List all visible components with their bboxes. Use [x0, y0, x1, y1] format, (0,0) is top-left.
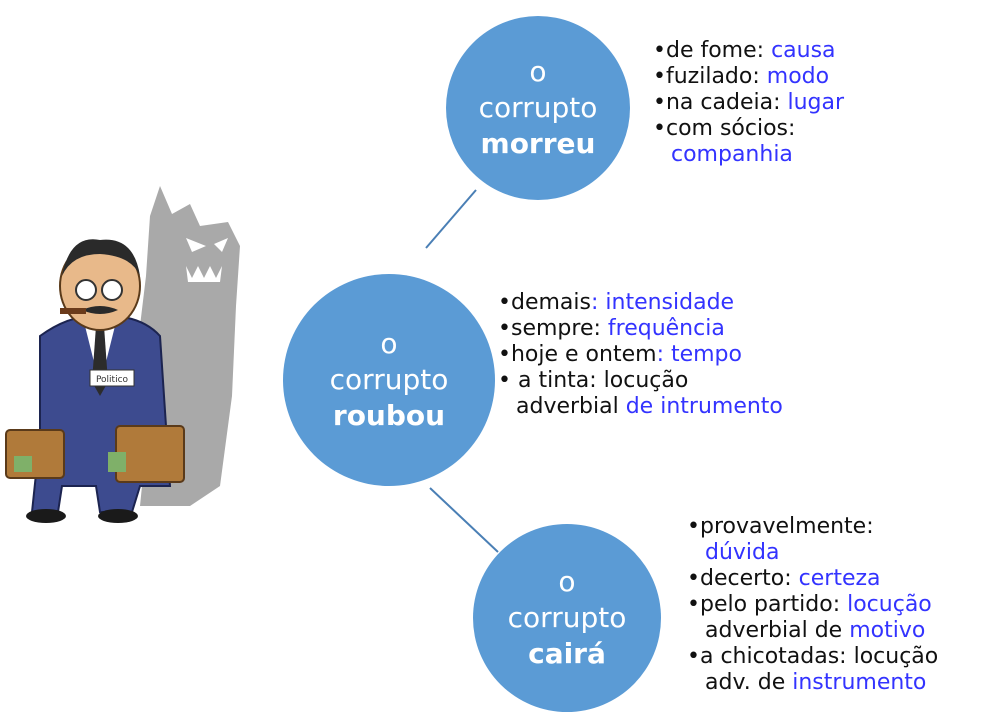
list-item: • a tinta: locução — [498, 368, 689, 393]
node-subject: corrupto — [329, 363, 449, 396]
list-item: •hoje e ontem: tempo — [498, 342, 742, 367]
list-item: •sempre: frequência — [498, 316, 725, 341]
hair — [62, 239, 140, 276]
list-item: •decerto: certeza — [687, 566, 881, 591]
briefcase-right — [115, 425, 185, 483]
cigar — [60, 308, 86, 314]
list-caira: •provavelmente: dúvida •decerto: certeza… — [687, 514, 938, 696]
list-item: •com sócios: — [653, 116, 796, 141]
glasses-right — [101, 279, 123, 301]
shoe-right — [98, 509, 138, 523]
list-item: •pelo partido: locução — [687, 592, 932, 617]
mustache — [82, 306, 118, 314]
shadow-eye-right — [214, 238, 228, 252]
list-item-continuation: adverbial de intrumento — [516, 394, 783, 419]
node-verb: morreu — [480, 127, 596, 160]
node-morreu: o corrupto morreu — [446, 16, 630, 200]
list-item: •demais: intensidade — [498, 290, 735, 315]
list-item: •de fome: causa — [653, 38, 836, 63]
node-article: o — [558, 565, 576, 598]
money-left — [14, 456, 32, 472]
node-subject: corrupto — [507, 601, 627, 634]
glasses-left — [75, 279, 97, 301]
list-morreu: •de fome: causa •fuzilado: modo •na cade… — [653, 38, 844, 168]
node-article: o — [529, 55, 547, 88]
node-subject: corrupto — [478, 91, 598, 124]
name-badge — [89, 369, 135, 387]
politician-illustration: Politico — [5, 186, 240, 523]
money-right — [108, 452, 126, 472]
list-item: •a chicotadas: locução — [687, 644, 939, 669]
connector-bottom — [429, 487, 499, 553]
list-item-continuation: dúvida — [705, 540, 780, 565]
node-article: o — [380, 327, 398, 360]
list-item: •fuzilado: modo — [653, 64, 830, 89]
shoe-left — [26, 509, 66, 523]
connector-top — [425, 189, 477, 249]
name-badge-text: Politico — [96, 375, 129, 385]
list-item-continuation: companhia — [671, 142, 793, 167]
node-roubou: o corrupto roubou — [283, 274, 495, 486]
list-item: •provavelmente: — [687, 514, 874, 539]
list-item-continuation: adv. de instrumento — [705, 670, 927, 695]
shadow-teeth — [186, 266, 222, 282]
list-item-continuation: adverbial de motivo — [705, 618, 926, 643]
node-verb: cairá — [528, 637, 606, 670]
node-caira: o corrupto cairá — [473, 524, 661, 712]
list-item: •na cadeia: lugar — [653, 90, 845, 115]
list-roubou: •demais: intensidade •sempre: frequência… — [498, 290, 783, 420]
node-verb: roubou — [332, 399, 446, 432]
shadow-eye-left — [186, 238, 206, 252]
